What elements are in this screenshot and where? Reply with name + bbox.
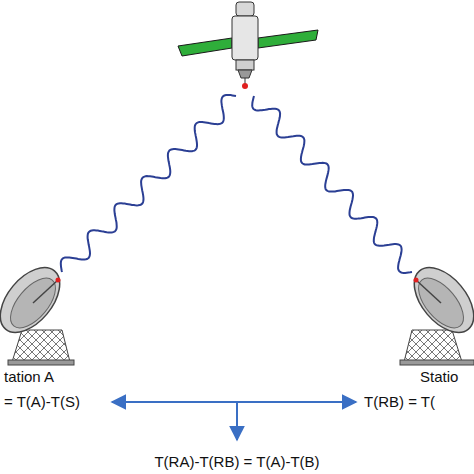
- range-equation: = T(A)-T(S): [2, 393, 82, 411]
- station-name: tation A: [2, 368, 56, 386]
- double-arrow: [112, 401, 356, 403]
- satellite: [178, 2, 318, 89]
- down-arrow: [236, 402, 238, 440]
- signal-wave: [61, 95, 236, 272]
- range-equation: T(RB) = T(: [362, 393, 437, 411]
- ground-antenna: [400, 257, 474, 365]
- difference-equation: T(RA)-T(RB) = T(A)-T(B): [152, 453, 321, 471]
- signal-wave: [252, 96, 412, 273]
- ground-antenna: [0, 257, 74, 365]
- station-name: Statio: [418, 368, 460, 386]
